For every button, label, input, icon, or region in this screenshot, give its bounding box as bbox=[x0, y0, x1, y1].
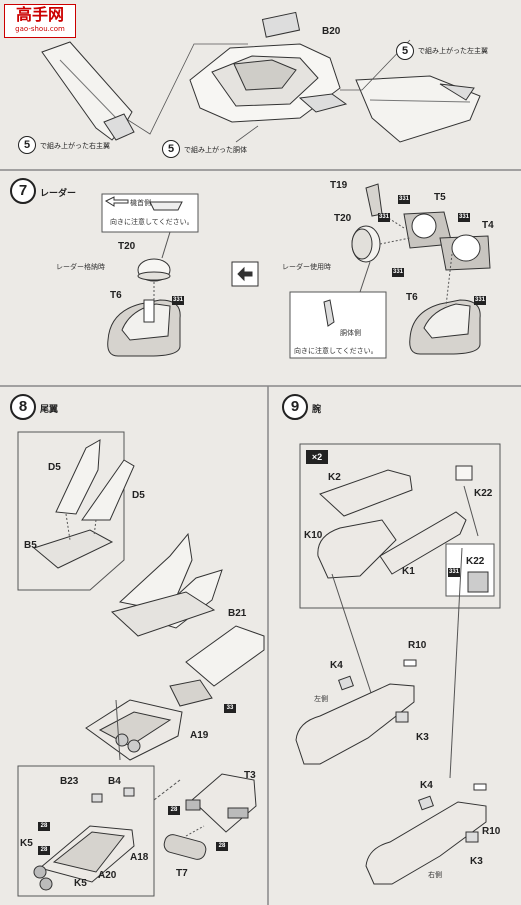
note-top-label: 機首側 bbox=[130, 199, 151, 207]
part-k3-right: K3 bbox=[470, 856, 483, 867]
badge-331-t20: 331 bbox=[392, 268, 404, 277]
part-r10-right: R10 bbox=[482, 826, 501, 837]
part-k3-left: K3 bbox=[416, 732, 429, 743]
part-d5-right: D5 bbox=[132, 490, 145, 501]
note-right-wing: で組み上がった左主翼 bbox=[418, 47, 488, 55]
badge-331-t4: 331 bbox=[458, 213, 470, 222]
note-body: で組み上がった胴体 bbox=[184, 146, 247, 154]
part-t4: T4 bbox=[482, 220, 494, 231]
part-a20: A20 bbox=[98, 870, 117, 881]
ref-step5-body: 5 bbox=[162, 140, 180, 158]
left-side-label: 左側 bbox=[314, 695, 328, 703]
watermark-logo: 高手网 gao-shou.com bbox=[4, 4, 76, 38]
part-t20-left: T20 bbox=[118, 241, 136, 252]
part-k10: K10 bbox=[304, 530, 323, 541]
part-k22-inset: K22 bbox=[466, 556, 485, 567]
part-t20-right: T20 bbox=[334, 213, 352, 224]
part-a18: A18 bbox=[130, 852, 149, 863]
part-r10-left: R10 bbox=[408, 640, 427, 651]
part-k4-right: K4 bbox=[420, 780, 433, 791]
badge-331-right-t6: 331 bbox=[474, 296, 486, 305]
step-7-title: レーダー bbox=[40, 189, 77, 199]
right-side-label: 右側 bbox=[428, 871, 442, 879]
part-k22-small: K22 bbox=[474, 488, 493, 499]
part-a19: A19 bbox=[190, 730, 209, 741]
badge-331-t19: 331 bbox=[398, 195, 410, 204]
step-9-title: 腕 bbox=[312, 405, 322, 415]
badge-331-left-t6: 331 bbox=[172, 296, 184, 305]
part-b4: B4 bbox=[108, 776, 121, 787]
badge-331-t5: 331 bbox=[378, 213, 390, 222]
radar-stored-label: レーダー格納時 bbox=[56, 263, 105, 271]
note-bottom-caution: 向きに注意してください。 bbox=[294, 347, 378, 355]
watermark-url: gao-shou.com bbox=[15, 25, 65, 33]
ref-step5-right-wing: 5 bbox=[396, 42, 414, 60]
multiplier-badge: ×2 bbox=[306, 450, 328, 464]
step-7-number: 7 bbox=[10, 178, 36, 204]
badge-28-mid-left: 28 bbox=[38, 846, 50, 855]
radar-deployed-label: レーダー使用時 bbox=[282, 263, 331, 271]
badge-331-k22: 331 bbox=[448, 568, 460, 577]
part-k2: K2 bbox=[328, 472, 341, 483]
badge-33: 33 bbox=[224, 704, 236, 713]
part-t19: T19 bbox=[330, 180, 348, 191]
part-k4-left: K4 bbox=[330, 660, 343, 671]
part-d5-top: D5 bbox=[48, 462, 61, 473]
note-left-wing: で組み上がった右主翼 bbox=[40, 142, 110, 150]
ref-step5-left-wing: 5 bbox=[18, 136, 36, 154]
note-top-caution: 向きに注意してください。 bbox=[110, 218, 194, 226]
badge-28-right: 28 bbox=[216, 842, 228, 851]
badge-28-top-right: 28 bbox=[168, 806, 180, 815]
part-t3: T3 bbox=[244, 770, 256, 781]
part-t5: T5 bbox=[434, 192, 446, 203]
part-b5: B5 bbox=[24, 540, 37, 551]
part-t6-right: T6 bbox=[406, 292, 418, 303]
part-b20: B20 bbox=[322, 26, 341, 37]
part-b21: B21 bbox=[228, 608, 247, 619]
badge-28-top-left: 28 bbox=[38, 822, 50, 831]
part-b23: B23 bbox=[60, 776, 79, 787]
step-8-number: 8 bbox=[10, 394, 36, 420]
part-k1: K1 bbox=[402, 566, 415, 577]
part-k5-bottom: K5 bbox=[74, 878, 87, 889]
part-k5-top: K5 bbox=[20, 838, 33, 849]
step-8-title: 尾翼 bbox=[40, 405, 59, 415]
watermark-logo-text: 高手网 bbox=[15, 5, 64, 24]
note-bottom-label: 胴体側 bbox=[340, 329, 361, 337]
part-t7: T7 bbox=[176, 868, 188, 879]
step-9-number: 9 bbox=[282, 394, 308, 420]
part-t6-left: T6 bbox=[110, 290, 122, 301]
